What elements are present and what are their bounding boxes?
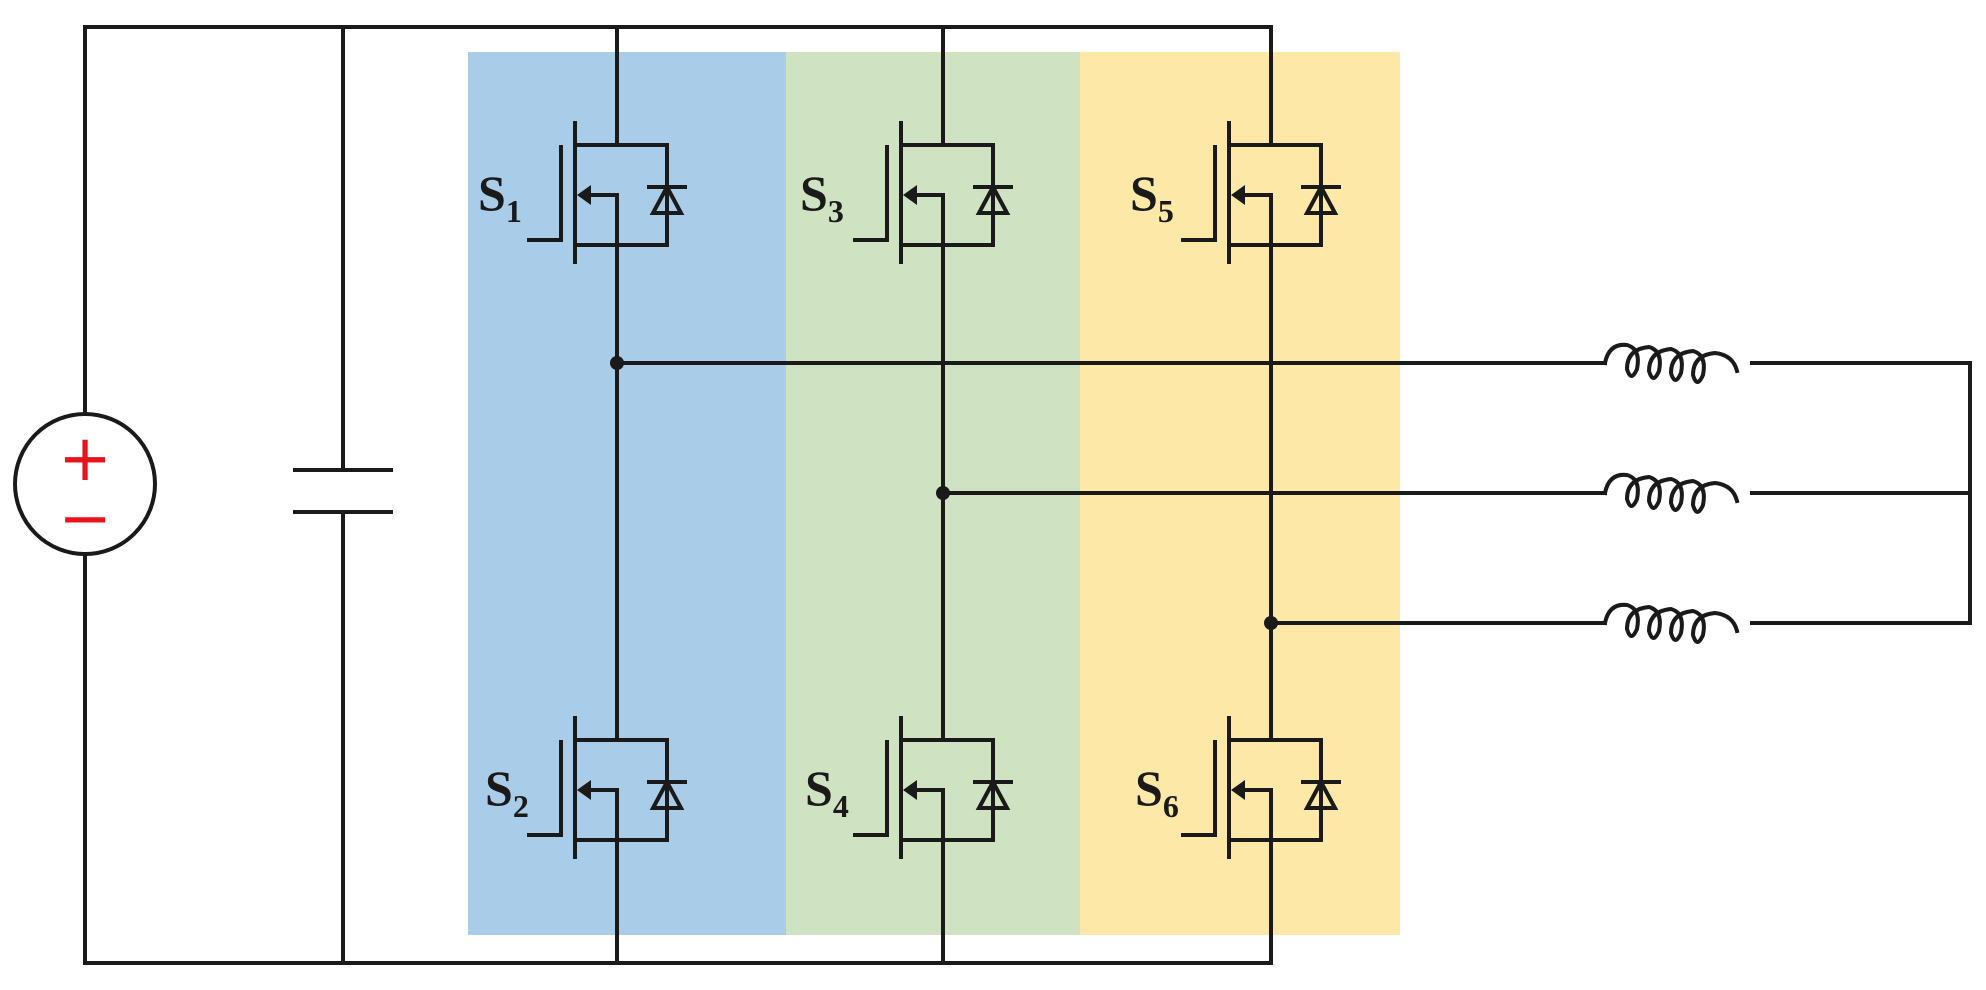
junction-dot-b <box>936 486 950 500</box>
switch-label-s5: S5 <box>1130 165 1174 229</box>
plus-sign: + <box>58 422 112 496</box>
switch-label-s2: S2 <box>485 760 529 824</box>
junction-dot-c <box>1264 616 1278 630</box>
switch-s3 <box>853 121 1013 264</box>
minus-sign: − <box>58 482 112 556</box>
switch-label-s6: S6 <box>1135 760 1179 824</box>
phase-leg-a-background <box>468 52 786 935</box>
switch-s4 <box>853 716 1013 859</box>
switch-s2 <box>527 716 687 859</box>
switch-s6 <box>1181 716 1341 859</box>
inductor-b <box>1603 472 1739 514</box>
switch-label-s4: S4 <box>805 760 849 824</box>
switch-label-s3: S3 <box>800 165 844 229</box>
switch-s5 <box>1181 121 1341 264</box>
inductor-c <box>1603 602 1739 644</box>
dc-voltage-source: + − <box>13 412 157 556</box>
inductor-a <box>1603 342 1739 384</box>
switch-s1 <box>527 121 687 264</box>
dc-link-capacitor <box>293 25 393 965</box>
phase-output-wires <box>615 361 1972 625</box>
junction-dot-a <box>610 356 624 370</box>
switch-label-s1: S1 <box>478 165 522 229</box>
